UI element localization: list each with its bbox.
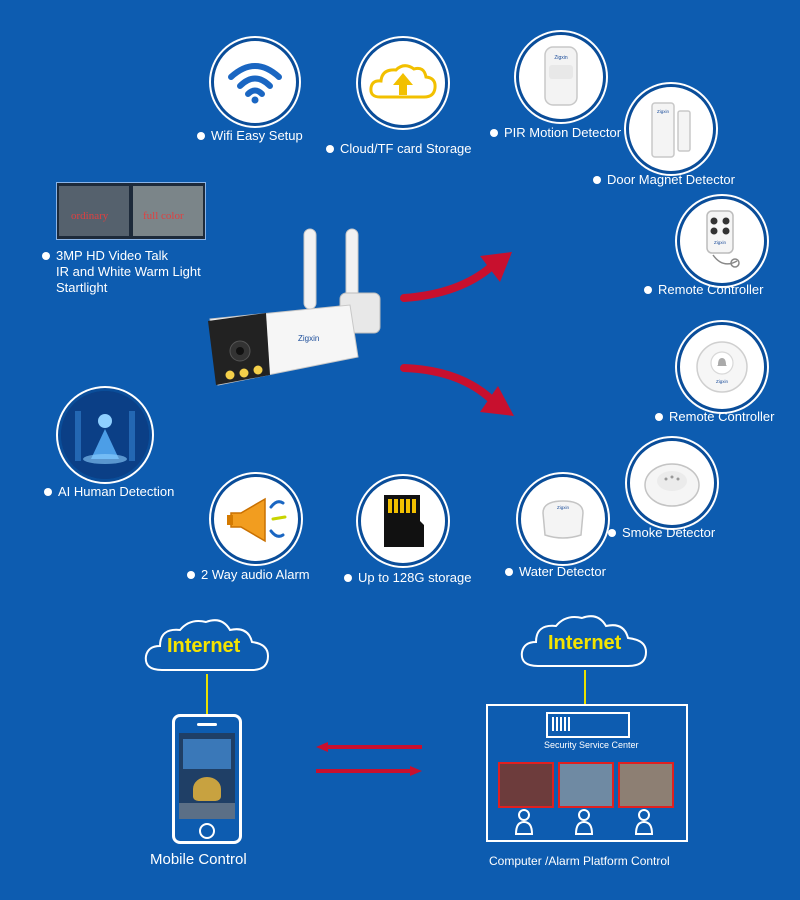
wifi-label: Wifi Easy Setup	[197, 128, 303, 143]
wifi-icon	[228, 63, 282, 104]
pir-circle: Zigxin	[516, 32, 606, 122]
cloud-circle	[358, 38, 448, 128]
monitor-3	[618, 762, 674, 808]
remote1-label: Remote Controller	[644, 282, 764, 297]
audio-circle	[211, 474, 301, 564]
water-label: Water Detector	[505, 564, 606, 579]
ai-human-icon	[61, 391, 149, 479]
internet-right-label: Internet	[548, 632, 622, 654]
monitor-2	[558, 762, 614, 808]
storage-circle	[358, 476, 448, 566]
svg-text:Zigxin: Zigxin	[557, 505, 570, 510]
user-icon-1	[514, 809, 534, 835]
video-line-2: IR and White Warm Light	[56, 264, 201, 279]
full-color-panel: full color	[133, 186, 203, 236]
arrow-right	[316, 766, 422, 776]
video-line-1: 3MP HD Video Talk	[56, 248, 169, 263]
full-color-text: full color	[143, 210, 184, 222]
door-circle: Zigxin	[626, 84, 716, 174]
line-left	[206, 674, 208, 714]
arrow-left	[316, 742, 422, 752]
cloud-right	[520, 615, 648, 667]
svg-text:Zigxin: Zigxin	[554, 55, 568, 61]
doorbell-button-icon: Zigxin	[696, 341, 748, 393]
audio-label: 2 Way audio Alarm	[187, 567, 310, 582]
platform-control-label: Computer /Alarm Platform Control	[489, 854, 670, 868]
remote-key-icon: Zigxin	[706, 210, 740, 268]
security-center-label: Security Service Center	[544, 740, 639, 750]
ordinary-text: ordinary	[71, 210, 109, 222]
camera-brand: Zigxin	[298, 334, 319, 343]
smoke-circle	[627, 438, 717, 528]
svg-text:Zigxin: Zigxin	[657, 109, 670, 114]
ai-circle	[58, 388, 152, 482]
night-compare-image: ordinary full color	[56, 182, 206, 240]
pir-sensor-icon: Zigxin	[544, 46, 578, 106]
svg-text:Zigxin: Zigxin	[714, 240, 727, 245]
monitor-1	[498, 762, 554, 808]
cloud-upload-icon	[369, 64, 437, 99]
cloud-label: Cloud/TF card Storage	[326, 141, 472, 156]
door-magnet-icon: Zigxin	[651, 102, 691, 158]
remote1-circle: Zigxin	[677, 196, 767, 286]
video-features: 3MP HD Video Talk IR and White Warm Ligh…	[42, 248, 201, 296]
pir-label: PIR Motion Detector	[490, 125, 621, 140]
user-icon-2	[574, 809, 594, 835]
water-circle: Zigxin	[518, 474, 608, 564]
line-right	[584, 670, 586, 704]
camera-illustration: Zigxin	[208, 228, 381, 386]
ai-label: AI Human Detection	[44, 484, 174, 499]
phone-speaker	[197, 723, 217, 726]
mobile-phone	[172, 714, 242, 844]
video-line-3: Startlight	[56, 280, 108, 295]
wifi-circle	[211, 38, 299, 126]
phone-screen	[179, 733, 235, 819]
platform-box: Security Service Center	[486, 704, 688, 842]
user-icon-3	[634, 809, 654, 835]
water-detector-icon: Zigxin	[542, 500, 584, 539]
smoke-label: Smoke Detector	[608, 525, 715, 540]
phone-home-button	[199, 823, 215, 839]
storage-label: Up to 128G storage	[344, 570, 471, 585]
megaphone-icon	[227, 497, 287, 543]
sd-card-icon	[384, 495, 424, 547]
door-label: Door Magnet Detector	[593, 172, 735, 187]
ordinary-panel: ordinary	[59, 186, 129, 236]
remote2-circle: Zigxin	[677, 322, 767, 412]
arrow-up-right	[400, 252, 512, 302]
svg-text:Zigxin: Zigxin	[716, 379, 729, 384]
cloud-left	[144, 619, 270, 671]
remote2-label: Remote Controller	[655, 409, 775, 424]
mobile-control-label: Mobile Control	[150, 851, 247, 868]
arrow-down-right	[400, 364, 514, 416]
internet-left-label: Internet	[167, 635, 241, 657]
smoke-detector-icon	[644, 463, 700, 507]
server-icon	[546, 712, 630, 738]
